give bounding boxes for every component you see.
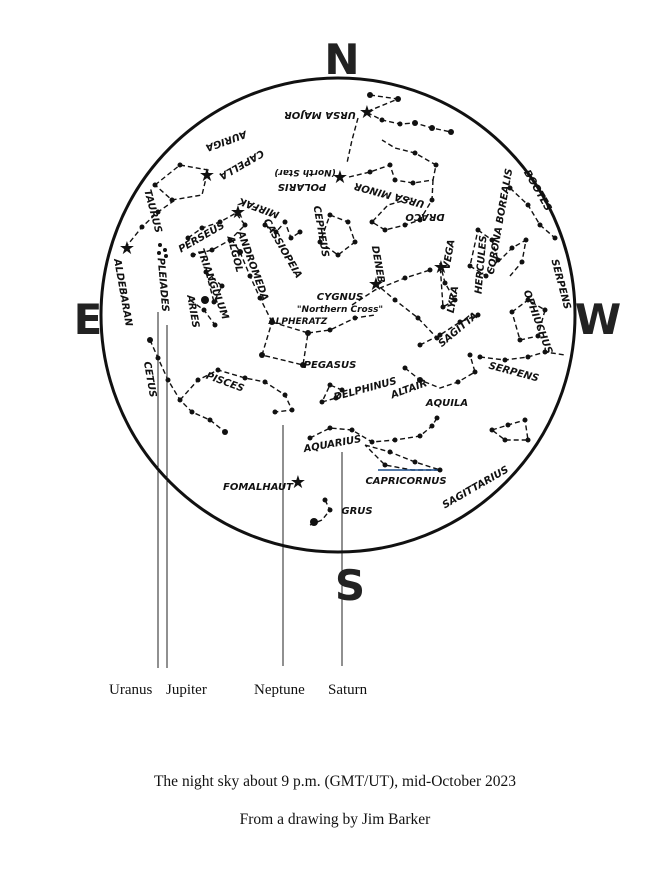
polaris-star: ★ — [332, 167, 348, 188]
label-vega: VEGA — [441, 239, 457, 271]
ursa-major-star: ★ — [359, 102, 375, 123]
label-hercules: HERCULES — [473, 235, 489, 295]
capricornus-lines — [364, 444, 441, 471]
north-label: N — [324, 35, 359, 84]
planet-label-jupiter: Jupiter — [166, 682, 207, 698]
planet-label-neptune: Neptune — [254, 682, 305, 698]
bright-stars: ★ ★ ★ ★ ★ ★ ★ ★ — [119, 102, 449, 493]
label-delphinus: DELPHINUS — [333, 376, 398, 403]
label-polaris: POLARIS — [278, 181, 327, 192]
label-fomalhaut: FOMALHAUT — [223, 482, 294, 493]
cepheus-lines — [319, 214, 356, 256]
aldebaran-star: ★ — [119, 238, 135, 259]
label-cassiopeia: CASSIOPEIA — [261, 217, 304, 280]
label-ophiuchus: OPHIUCHUS — [521, 289, 554, 356]
label-aries: ARIES — [184, 293, 201, 329]
perseus-lines — [187, 212, 246, 256]
south-label: S — [335, 561, 365, 610]
grus-lines — [309, 499, 331, 526]
taurus-lines — [124, 199, 176, 249]
label-bootes: BOOTES — [521, 168, 553, 213]
capella-star: ★ — [199, 165, 215, 186]
cygnus-wings — [351, 269, 431, 306]
label-cygnus: CYGNUS — [317, 292, 363, 303]
label-ursa-major: URSA MAJOR — [284, 109, 356, 120]
label-auriga: AURIGA — [204, 128, 249, 153]
label-northern-cross: "Northern Cross" — [297, 305, 383, 315]
mirfak-star: ★ — [230, 202, 246, 223]
label-sagitta: SAGITTA — [437, 311, 481, 350]
east-label: E — [74, 295, 103, 344]
label-serpens: SERPENS — [487, 361, 540, 385]
serpens-lines — [479, 351, 566, 361]
cetus-lines — [149, 339, 226, 433]
label-triangulum: TRIANGULUM — [194, 247, 230, 321]
label-draco: DRACO — [405, 211, 445, 222]
label-alpheratz: ALPHERATZ — [268, 317, 328, 327]
aquarius-lines — [309, 417, 438, 443]
draco-lines — [370, 179, 434, 231]
label-cetus: CETUS — [141, 361, 158, 399]
ophiuchus-lines — [511, 299, 546, 341]
star-dots — [139, 92, 558, 526]
deneb-star: ★ — [368, 274, 384, 295]
corona-borealis-lines — [497, 238, 527, 277]
label-aldebaran: ALDEBARAN — [111, 257, 134, 328]
label-aquila: AQUILA — [425, 398, 468, 409]
pointer-arrow-line — [346, 117, 359, 164]
pegasus-extension — [307, 314, 376, 334]
triangulum-lines — [205, 271, 223, 304]
sky-circle — [99, 76, 577, 554]
planet-label-saturn: Saturn — [328, 682, 368, 698]
label-cepheus: CEPHEUS — [311, 205, 331, 258]
label-pleiades: PLEIADES — [155, 257, 171, 312]
label-north-star: (North Star) — [274, 167, 336, 177]
vega-star: ★ — [433, 257, 449, 278]
ursa-minor-lines — [348, 139, 437, 184]
label-pegasus: PEGASUS — [304, 360, 357, 371]
pegasus-square — [261, 321, 309, 366]
label-capricornus: CAPRICORNUS — [365, 476, 446, 487]
label-lyra: LYRA — [446, 285, 462, 314]
bootes-lines — [509, 187, 556, 239]
planet-label-uranus: Uranus — [109, 682, 153, 698]
chart-caption: The night sky about 9 p.m. (GMT/UT), mid… — [153, 773, 517, 790]
auriga-lines — [154, 164, 209, 201]
fomalhaut-star: ★ — [290, 472, 306, 493]
label-capella: CAPELLA — [217, 147, 266, 181]
aquila-lines — [404, 354, 476, 389]
chart-credit: From a drawing by Jim Barker — [239, 811, 431, 828]
sagittarius-lines — [491, 419, 529, 441]
label-pisces: PISCES — [204, 371, 245, 395]
sagitta-lines — [419, 314, 479, 346]
label-grus: GRUS — [341, 506, 372, 517]
hercules-lines — [469, 229, 499, 277]
west-label: W — [575, 295, 621, 344]
cygnus-lines — [374, 282, 438, 339]
